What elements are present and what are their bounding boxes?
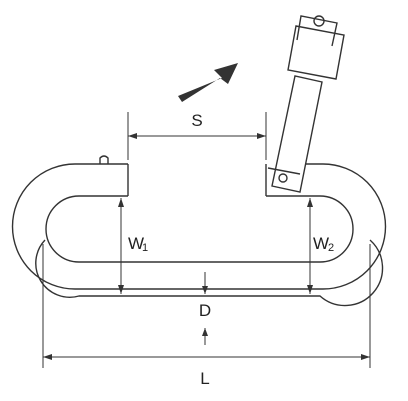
dimension-w2 <box>307 198 313 294</box>
dimension-l <box>42 244 371 368</box>
dimension-d <box>202 272 208 345</box>
open-direction-arrow-icon <box>178 63 238 102</box>
label-s: S <box>191 111 202 130</box>
label-l: L <box>200 369 209 388</box>
label-d: D <box>199 301 211 320</box>
label-w2: W <box>313 234 329 253</box>
label-w1: W <box>128 234 144 253</box>
carabiner-inner <box>45 195 354 263</box>
carabiner-outer-left <box>11 163 323 290</box>
gate <box>267 15 345 193</box>
dimension-s <box>127 112 267 160</box>
gate-notch <box>99 155 129 196</box>
label-w2-sub: 2 <box>328 242 334 254</box>
carabiner-outer-right <box>306 163 387 290</box>
dimension-w1 <box>118 198 124 294</box>
carabiner-band-lower <box>35 239 384 307</box>
label-w1-sub: 1 <box>142 242 148 254</box>
